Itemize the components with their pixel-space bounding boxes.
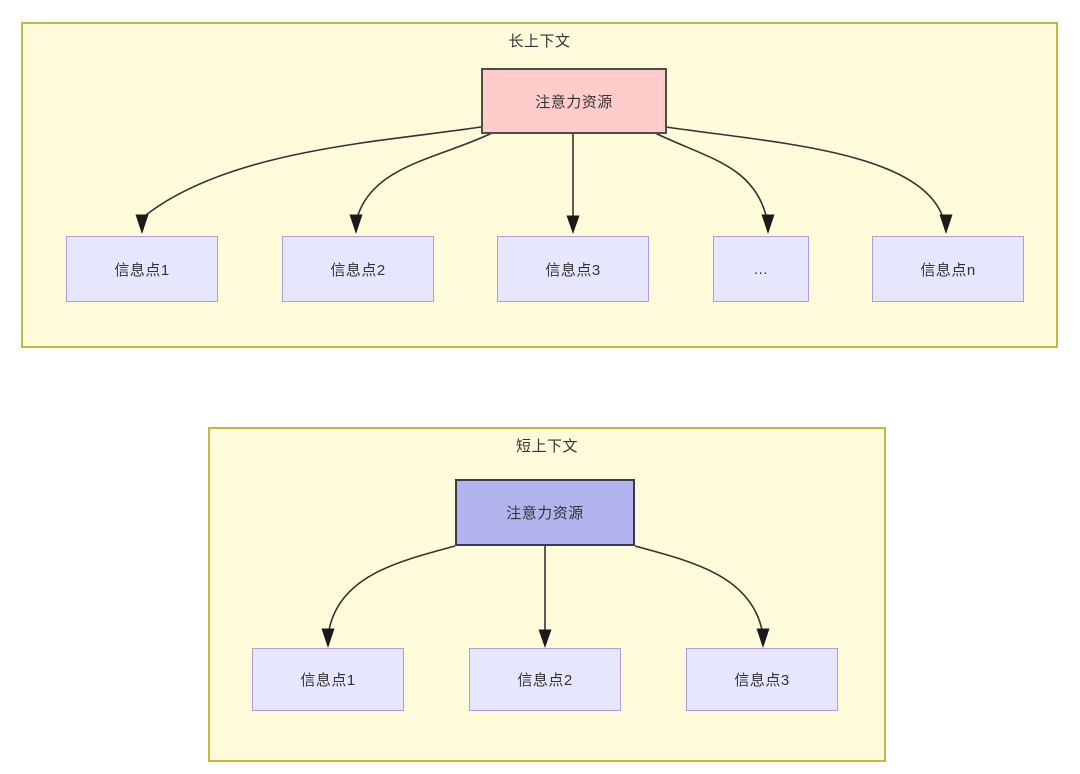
node-long-leaf-n-label: 信息点n <box>920 261 976 279</box>
node-long-leaf-n[interactable]: 信息点n <box>872 236 1024 302</box>
node-long-leaf-3[interactable]: 信息点3 <box>497 236 649 302</box>
group-short-context[interactable]: 短上下文 <box>208 427 886 762</box>
node-short-leaf-2-label: 信息点2 <box>517 672 573 689</box>
node-short-leaf-2[interactable]: 信息点2 <box>469 648 621 711</box>
group-short-context-title: 短上下文 <box>515 438 578 455</box>
node-long-leaf-ellipsis-label: ... <box>753 260 768 278</box>
node-short-root[interactable]: 注意力资源 <box>455 479 635 546</box>
node-long-leaf-ellipsis[interactable]: ... <box>713 236 809 302</box>
node-long-leaf-2[interactable]: 信息点2 <box>282 236 434 302</box>
node-long-root-label: 注意力资源 <box>535 93 613 111</box>
node-long-root[interactable]: 注意力资源 <box>481 68 667 134</box>
node-short-leaf-1[interactable]: 信息点1 <box>252 648 404 711</box>
node-short-leaf-1-label: 信息点1 <box>300 672 356 689</box>
node-long-leaf-3-label: 信息点3 <box>545 261 601 279</box>
node-long-leaf-1[interactable]: 信息点1 <box>66 236 218 302</box>
group-long-context-title: 长上下文 <box>508 33 571 50</box>
node-short-leaf-3[interactable]: 信息点3 <box>686 648 838 711</box>
node-short-root-label: 注意力资源 <box>506 505 584 522</box>
node-short-leaf-3-label: 信息点3 <box>734 672 790 689</box>
node-long-leaf-1-label: 信息点1 <box>114 261 170 279</box>
node-long-leaf-2-label: 信息点2 <box>330 261 386 279</box>
